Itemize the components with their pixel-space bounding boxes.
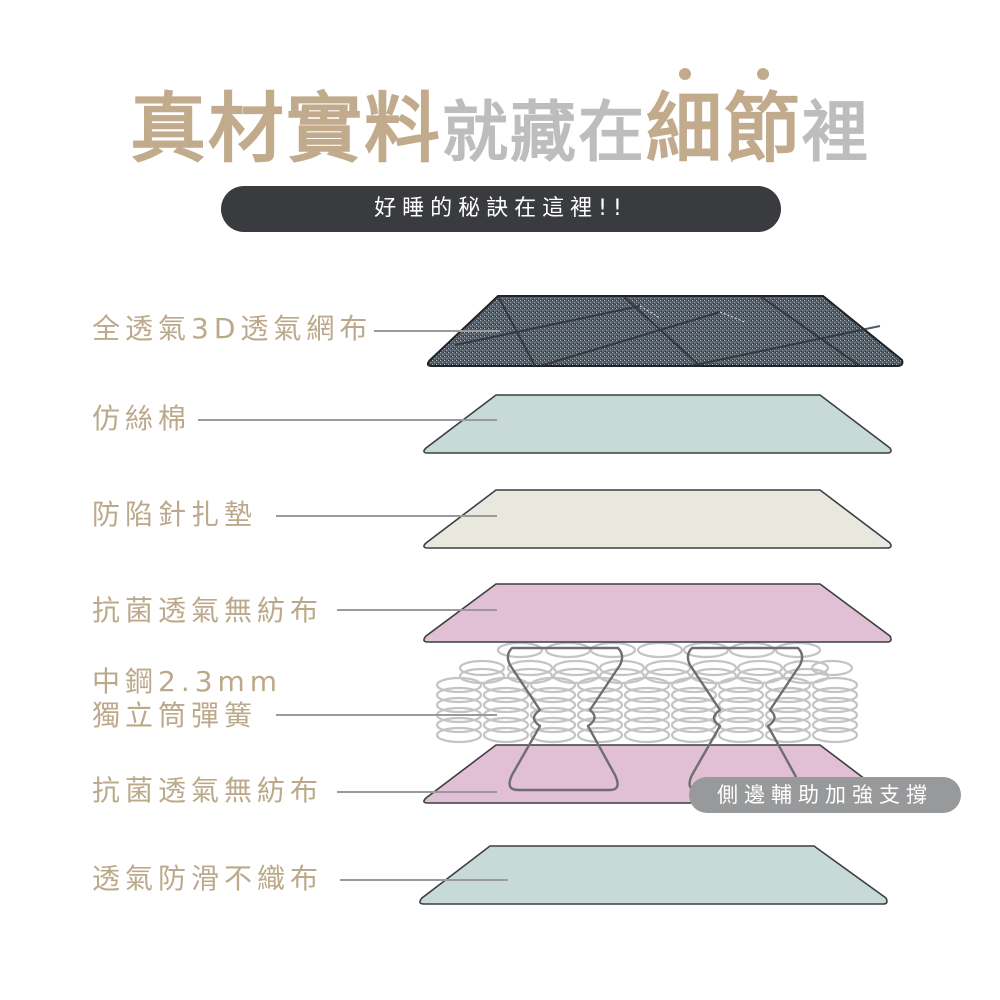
leader-line-faux-silk (198, 419, 497, 421)
label-anti-slip: 透氣防滑不織布 (92, 862, 324, 895)
leader-line-nonwoven-bottom (337, 791, 497, 793)
page-title: 真材實料 就藏在細節裡 (0, 68, 1000, 178)
title-part-1: 真材實料 (130, 84, 442, 173)
layer-nonwoven-top (423, 583, 892, 643)
leader-line-3d-mesh (374, 330, 500, 332)
leader-line-springs (276, 714, 497, 716)
leader-line-nonwoven-top (337, 609, 497, 611)
title-part-2: 就藏在 (442, 94, 646, 171)
title-part-4: 節 (724, 68, 802, 173)
label-springs-line2: 獨立筒彈簧 (92, 699, 258, 732)
layer-3d-mesh (426, 295, 904, 367)
label-nonwoven-bottom: 抗菌透氣無紡布 (92, 774, 324, 807)
label-nonwoven-top: 抗菌透氣無紡布 (92, 594, 324, 627)
pocket-springs (435, 641, 859, 744)
layer-faux-silk (423, 394, 892, 454)
layer-anti-sag-pad (423, 489, 892, 549)
leader-line-anti-sag-pad (276, 515, 497, 517)
subtitle-banner: 好睡的秘訣在這裡!! (221, 186, 781, 232)
label-anti-sag-pad: 防陷針扎墊 (92, 498, 258, 531)
title-part-5: 裡 (802, 94, 870, 171)
layer-anti-slip (419, 845, 888, 905)
side-support-callout: 側邊輔助加強支撐 (689, 777, 961, 813)
label-3d-mesh: 全透氣3D透氣網布 (92, 312, 373, 345)
leader-line-anti-slip (340, 879, 508, 881)
label-springs-line1: 中鋼2.3mm (92, 665, 283, 698)
title-part-3: 細 (646, 68, 724, 173)
label-faux-silk: 仿絲棉 (92, 402, 192, 435)
